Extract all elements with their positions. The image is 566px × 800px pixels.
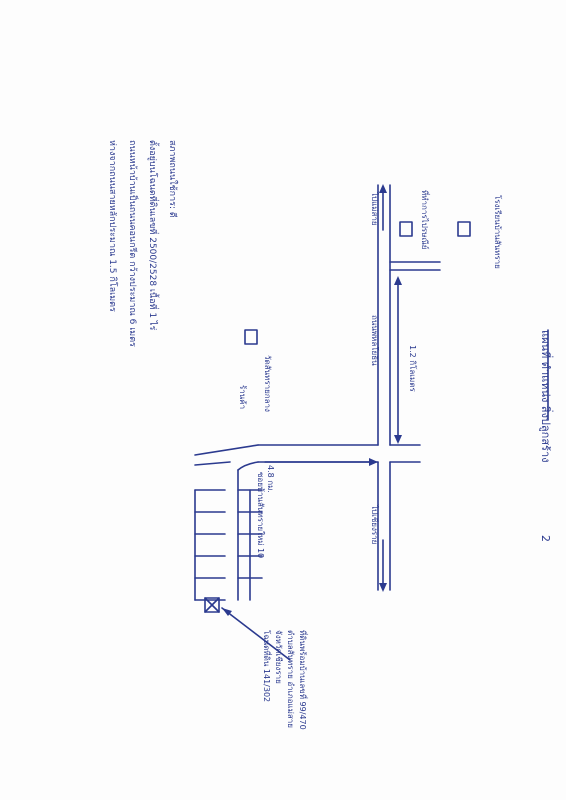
row-houses (194, 489, 263, 601)
note-line-4: ห่างจากถนนสายหลักประมาณ 1.5 กิโลเมตร (107, 140, 118, 312)
note-line-3: ถนนหน้าบ้านเป็นถนนคอนกรีต กว้างประมาณ 6 … (127, 140, 140, 347)
subject-note-4: โฉนดที่ดิน 141/302 (262, 630, 273, 702)
direction-arrow-top (379, 184, 387, 231)
label-side-distance: 4.8 กม. (266, 465, 275, 493)
landmark-left: วัดสันทรายกลาง (263, 355, 272, 412)
upper-side-road (389, 261, 441, 271)
building-upper (399, 221, 413, 237)
building-top-right (457, 221, 471, 237)
label-to-north: ไปแม่สาย (370, 191, 379, 226)
label-main-road: ถนนพหลโยธิน (370, 315, 380, 366)
main-road (377, 184, 391, 591)
landmark-shop: ร้านค้า (238, 385, 247, 409)
note-line-1: สภาพถนนใช้การ: ดี (167, 140, 178, 218)
subject-note-1: ที่ดินพร้อมบ้านเลขที่ 99/470 (298, 630, 309, 730)
distance-marker-main (394, 276, 402, 444)
landmark-mid: ที่ทำการไปรษณีย์ (420, 190, 431, 249)
side-road (257, 444, 421, 463)
distance-marker-side (264, 458, 378, 466)
subject-note-2: ตำบลสันทราย อำเภอแม่สาย (286, 630, 295, 728)
subject-note-3: จังหวัดเชียงราย (274, 630, 283, 684)
building-left (244, 329, 258, 345)
subject-marker (204, 597, 291, 661)
landmark-top-right: โรงเรียนบ้านสันทราย (493, 195, 503, 269)
label-to-south: ไปเชียงราย (370, 504, 379, 544)
note-line-2: ตั้งอยู่บนโฉนดที่ดินเลขที่ 2500/2528 เนื… (147, 140, 160, 330)
left-junction-road (194, 444, 259, 601)
map-header-number: 2 (539, 535, 552, 542)
label-main-distance: 1.2 กิโลเมตร (408, 345, 418, 393)
map-header: แผนที่ ตำแหน่ง สิ่งปลูกสร้าง (539, 330, 554, 463)
label-side-road: ซอยบ้านสันทรายใหม่ 10 (256, 472, 265, 558)
direction-arrow-bottom (379, 539, 387, 592)
